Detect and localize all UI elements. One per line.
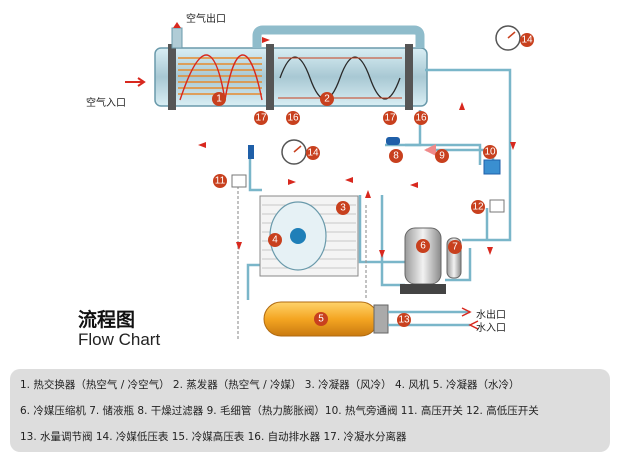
badge-13: 13 [397,313,411,327]
badge-2: 2 [320,92,334,106]
flow-chart-title-en: Flow Chart [78,330,161,349]
badge-9: 9 [435,149,449,163]
flow-chart-title-cn: 流程图 [78,309,136,331]
high-pressure-gauge-top [495,25,521,51]
badge-1: 1 [212,92,226,106]
badge-12: 12 [471,200,485,214]
badge-5: 5 [314,312,328,326]
air-inlet-arrow [125,77,146,87]
svg-text:16: 16 [287,113,299,124]
badge-16-right: 16 [414,111,428,125]
svg-text:4: 4 [272,235,278,246]
badge-16-left: 16 [286,111,300,125]
svg-text:1: 1 [216,94,222,105]
svg-text:17: 17 [384,113,396,124]
water-cooled-condenser [263,301,479,337]
svg-text:7: 7 [452,242,458,253]
air-inlet-label: 空气入口 [86,98,126,109]
crossover-duct [252,25,425,48]
svg-text:5: 5 [318,314,324,325]
capillary-tube [424,144,436,156]
badge-10: 10 [483,145,497,159]
badge-4: 4 [268,233,282,247]
badge-17-right: 17 [383,111,397,125]
svg-text:14: 14 [307,148,319,159]
badge-6: 6 [416,239,430,253]
svg-text:13: 13 [398,315,410,326]
legend-line-3: 13. 水量调节阀 14. 冷媒低压表 15. 冷媒高压表 16. 自动排水器 … [20,431,407,443]
water-inlet-label: 水入口 [476,323,506,334]
svg-text:12: 12 [472,202,484,213]
svg-text:8: 8 [393,151,399,162]
svg-text:2: 2 [324,94,330,105]
air-outlet-arrow [173,22,181,28]
heat-exchanger-evaporator-body [154,44,428,110]
component-legend: 1. 热交换器（热空气 / 冷空气） 2. 蒸发器（热空气 / 冷媒） 3. 冷… [10,369,610,452]
svg-text:6: 6 [420,241,426,252]
component-badges: 1 2 3 4 5 6 7 8 9 10 11 12 13 14 14 16 1… [212,33,534,327]
svg-text:3: 3 [340,203,346,214]
badge-14-mid: 14 [306,146,320,160]
legend-line-1: 1. 热交换器（热空气 / 冷空气） 2. 蒸发器（热空气 / 冷媒） 3. 冷… [20,379,520,391]
compressor [400,227,446,294]
svg-text:14: 14 [521,35,533,46]
sight-glass [248,145,254,159]
hot-gas-bypass-valve [483,159,501,175]
air-outlet-pipe [171,27,183,49]
water-outlet-label: 水出口 [476,310,506,321]
badge-3: 3 [336,201,350,215]
hi-lo-pressure-switch [489,199,505,213]
badge-11: 11 [213,174,227,188]
svg-text:10: 10 [484,147,496,158]
legend-line-2: 6. 冷媒压缩机 7. 储液瓶 8. 干燥过滤器 9. 毛细管（热力膨胀阀）10… [20,405,539,417]
svg-text:17: 17 [255,113,267,124]
svg-text:9: 9 [439,151,445,162]
air-outlet-label: 空气出口 [186,14,226,25]
refrigerant-piping [246,68,512,300]
badge-7: 7 [448,240,462,254]
badge-14-top: 14 [520,33,534,47]
signal-wiring [237,186,367,340]
badge-8: 8 [389,149,403,163]
badge-17-left: 17 [254,111,268,125]
high-pressure-switch [231,174,247,188]
flow-arrows [198,37,516,258]
dryer-filter [386,137,400,145]
svg-text:16: 16 [415,113,427,124]
low-pressure-gauge [281,139,307,165]
svg-text:11: 11 [215,176,226,187]
